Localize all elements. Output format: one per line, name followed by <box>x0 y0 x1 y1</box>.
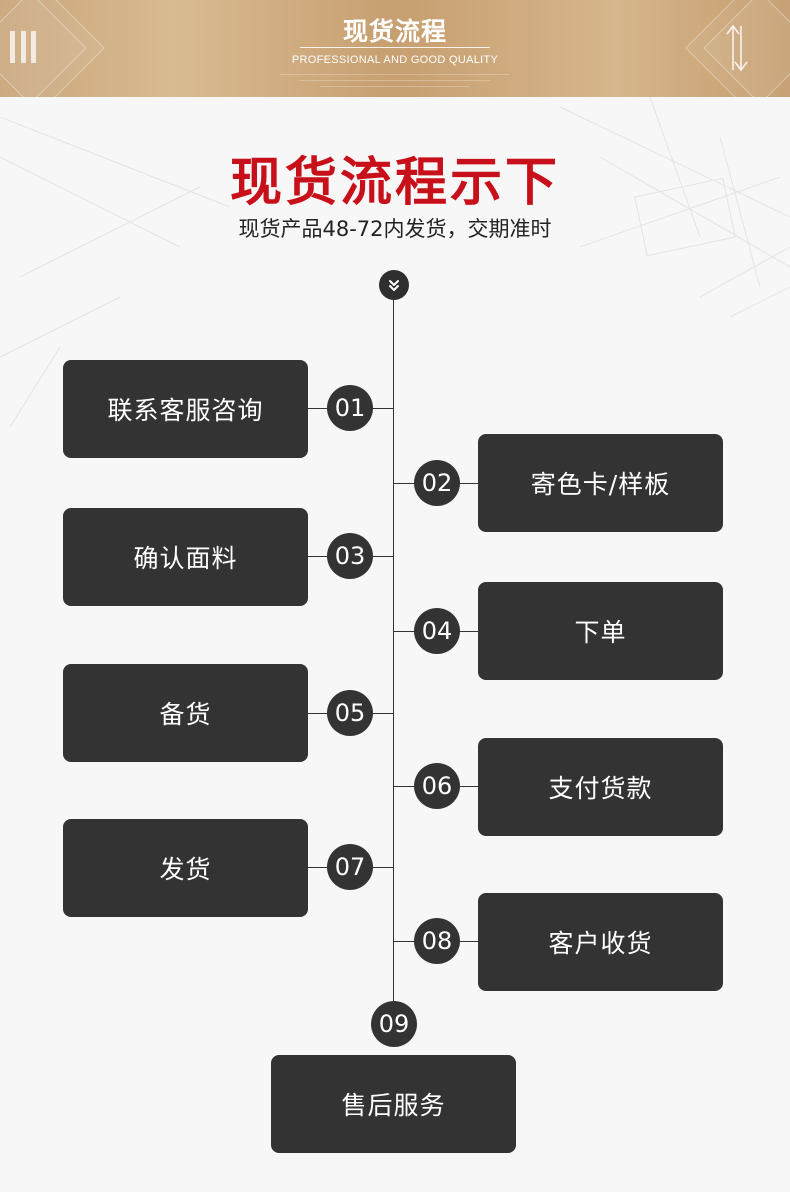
banner-faint-line <box>280 74 510 75</box>
step-number-08: 08 <box>414 918 460 964</box>
page-title: 现货流程示下 <box>229 153 560 213</box>
step-box-06: 支付货款 <box>478 738 723 836</box>
header-banner: 现货流程 PROFESSIONAL AND GOOD QUALITY <box>0 0 790 97</box>
step-box-03: 确认面料 <box>63 508 308 606</box>
step-number-02: 02 <box>414 460 460 506</box>
banner-title: 现货流程 <box>342 17 447 46</box>
step-number-06: 06 <box>414 763 460 809</box>
background-sketch-decoration <box>0 97 790 428</box>
step-number-09: 09 <box>371 1001 417 1047</box>
step-number-05: 05 <box>327 690 373 736</box>
page-subtitle: 现货产品48-72内发货，交期准时 <box>238 217 552 241</box>
step-number-04: 04 <box>414 608 460 654</box>
step-box-05: 备货 <box>63 664 308 762</box>
step-number-01: 01 <box>327 385 373 431</box>
vertical-bars-icon <box>10 31 36 63</box>
double-chevron-down-icon <box>379 270 409 300</box>
step-box-07: 发货 <box>63 819 308 917</box>
step-box-04: 下单 <box>478 582 723 680</box>
step-number-07: 07 <box>327 844 373 890</box>
step-box-01: 联系客服咨询 <box>63 360 308 458</box>
up-down-arrows-icon <box>726 24 748 72</box>
step-box-08: 客户收货 <box>478 893 723 991</box>
banner-faint-line <box>320 86 470 87</box>
banner-faint-line <box>300 80 490 81</box>
step-box-09: 售后服务 <box>271 1055 516 1153</box>
banner-subtitle: PROFESSIONAL AND GOOD QUALITY <box>291 54 499 66</box>
step-number-03: 03 <box>327 533 373 579</box>
timeline-spine <box>393 290 394 1010</box>
step-box-02: 寄色卡/样板 <box>478 434 723 532</box>
banner-divider <box>300 47 490 48</box>
